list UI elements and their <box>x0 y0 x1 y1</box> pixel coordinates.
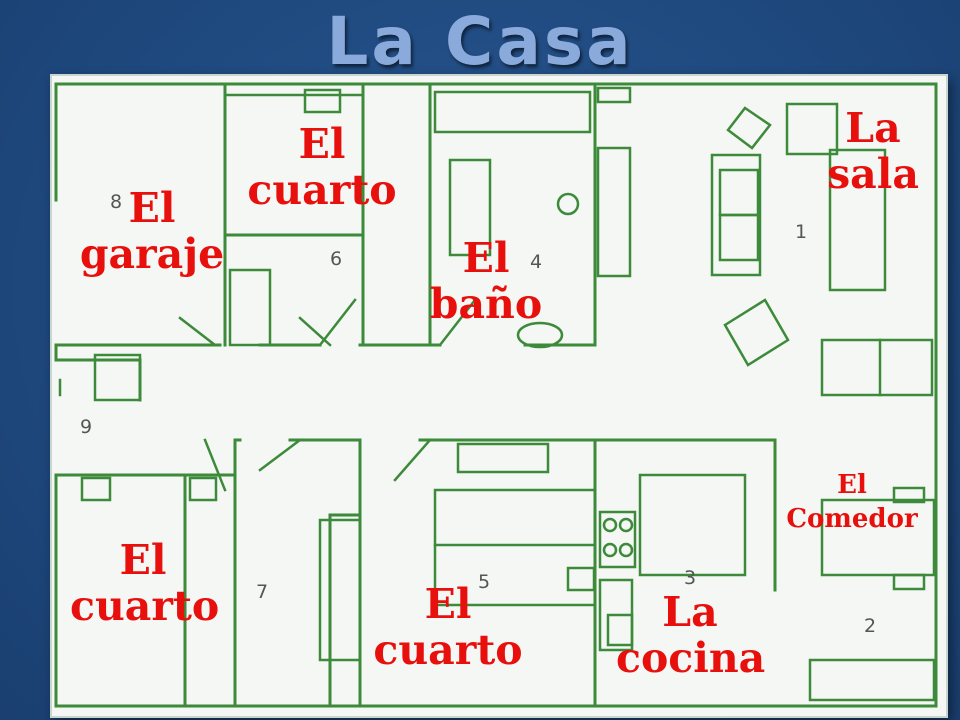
room-number-9: 9 <box>80 416 92 438</box>
room-number-1: 1 <box>795 221 807 243</box>
room-label-cuarto-left: El cuarto <box>70 536 220 630</box>
room-numbers: 8 6 4 1 2 3 5 7 9 <box>80 191 876 637</box>
room-label-sala-line1: La <box>845 104 901 152</box>
room-label-comedor-line2: Comedor <box>786 504 918 535</box>
room-label-cuarto-left-line1: El <box>119 536 167 584</box>
fixtures <box>58 86 936 702</box>
page-title: La Casa <box>326 3 634 80</box>
room-label-cuarto-mid: El cuarto <box>372 580 524 674</box>
room-label-cocina-line2: cocina <box>616 633 766 682</box>
room-label-cuarto-mid-line1: El <box>424 580 472 628</box>
room-number-6: 6 <box>330 248 342 270</box>
room-label-garaje: El garaje <box>78 184 226 278</box>
room-label-cuarto-top-line2: cuarto <box>247 165 397 214</box>
room-label-comedor-line1: El <box>837 470 867 500</box>
room-label-sala-line2: sala <box>827 149 919 198</box>
room-label-sala: La sala <box>818 104 928 198</box>
floor-plan <box>50 74 948 718</box>
room-label-garaje-line2: garaje <box>79 229 225 278</box>
room-label-cuarto-mid-line2: cuarto <box>373 625 523 674</box>
room-label-cocina: La cocina <box>616 588 766 682</box>
room-number-4: 4 <box>530 251 542 273</box>
room-label-bano-line1: El <box>462 234 510 282</box>
room-label-garaje-line1: El <box>128 184 176 232</box>
room-number-5: 5 <box>478 571 490 593</box>
room-number-7: 7 <box>256 581 268 603</box>
room-number-3: 3 <box>684 567 696 589</box>
room-label-comedor: El Comedor <box>768 468 936 537</box>
room-label-cuarto-left-line2: cuarto <box>70 581 220 630</box>
room-label-bano-line2: baño <box>429 279 543 328</box>
door-swings <box>178 298 477 492</box>
room-number-2: 2 <box>864 615 876 637</box>
room-number-8: 8 <box>110 191 122 213</box>
room-label-cocina-line1: La <box>662 588 718 636</box>
room-label-cuarto-top-line1: El <box>298 120 346 168</box>
room-label-cuarto-top: El cuarto <box>246 120 398 214</box>
room-label-bano: El baño <box>420 234 552 328</box>
